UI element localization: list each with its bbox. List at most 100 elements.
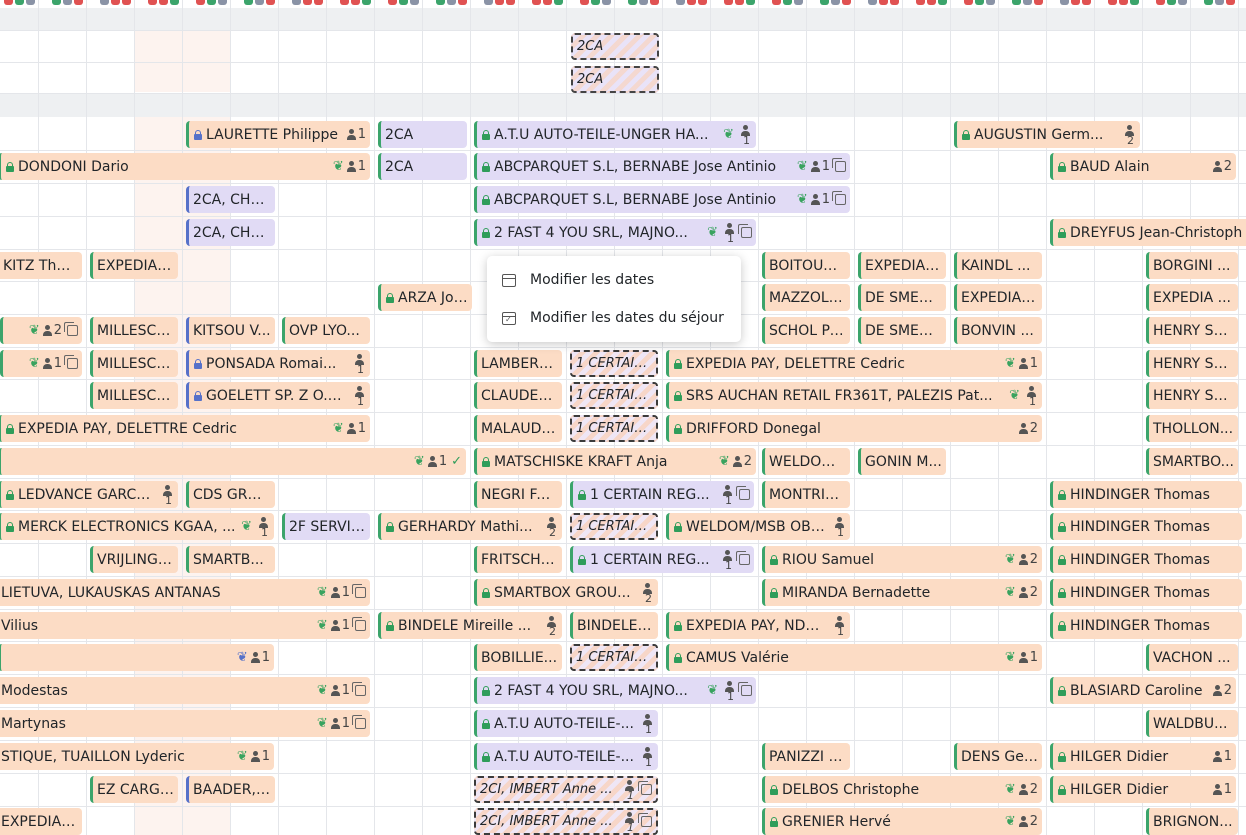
booking-block[interactable]: 1 CERTAIN... — [570, 415, 658, 442]
booking-block[interactable]: SRS AUCHAN RETAIL FR361T, PALEZIS Pat...… — [666, 382, 1042, 409]
copy-icon[interactable] — [832, 191, 846, 205]
booking-block[interactable]: VRIJLING ... — [90, 546, 178, 573]
copy-icon[interactable] — [352, 715, 366, 729]
booking-block[interactable]: GONIN M... — [858, 448, 946, 475]
booking-block[interactable]: HENRY Sa... — [1146, 350, 1238, 377]
booking-block[interactable]: Modestas❦1 — [0, 677, 370, 704]
booking-block[interactable]: WELDOM/MSB OBI...1 — [666, 513, 850, 540]
booking-block[interactable]: HINDINGER Thomas — [1050, 579, 1242, 606]
booking-block[interactable]: HINDINGER Thomas — [1050, 612, 1242, 639]
booking-block[interactable]: CLAUDET ... — [474, 382, 562, 409]
booking-block[interactable]: WALDBU... — [1146, 710, 1238, 737]
booking-block[interactable]: NEGRI Fa... — [474, 481, 562, 508]
booking-block[interactable]: KITSOU V... — [186, 317, 275, 344]
booking-block[interactable]: ARZA José — [378, 284, 472, 311]
placeholder-booking[interactable]: 2CA — [571, 66, 659, 93]
booking-block[interactable]: MILLESCA... — [90, 317, 178, 344]
booking-block[interactable]: DREYFUS Jean-Christoph — [1050, 219, 1246, 246]
booking-block[interactable]: BOBILLIE... — [474, 644, 562, 671]
booking-block[interactable]: EXPEDIA ... — [1146, 284, 1238, 311]
booking-block[interactable]: VACHON ... — [1146, 644, 1238, 671]
booking-block[interactable]: AUGUSTIN Germ...2 — [954, 121, 1140, 148]
booking-block[interactable]: 1 CERTAIN... — [570, 513, 658, 540]
booking-block[interactable]: EXPEDIA ... — [90, 252, 178, 279]
booking-block[interactable]: KITZ Thor... — [0, 252, 82, 279]
booking-block[interactable]: 2F SERVIC... — [282, 513, 370, 540]
booking-block[interactable]: HINDINGER Thomas — [1050, 481, 1242, 508]
booking-block[interactable]: BONVIN ... — [954, 317, 1042, 344]
booking-block[interactable]: EXPEDIA ... — [954, 284, 1042, 311]
booking-block[interactable]: 1 CERTAIN... — [570, 382, 658, 409]
booking-block[interactable]: MAZZOLE... — [762, 284, 850, 311]
booking-block[interactable]: SCHOL Pi... — [762, 317, 850, 344]
booking-block[interactable]: 1 CERTAIN REG...1 — [570, 546, 754, 573]
booking-block[interactable]: LEDVANCE GARCHI...1 — [0, 481, 178, 508]
booking-block[interactable]: PONSADA Romai...1 — [186, 350, 370, 377]
booking-block[interactable]: CAMUS Valérie❦1 — [666, 644, 1042, 671]
booking-block[interactable]: MILLESCA... — [90, 350, 178, 377]
booking-block[interactable]: ❦2 — [0, 317, 82, 344]
booking-block[interactable]: ABCPARQUET S.L, BERNABE Jose Antinio❦1 — [474, 153, 850, 180]
booking-block[interactable]: HINDINGER Thomas — [1050, 513, 1242, 540]
copy-icon[interactable] — [352, 617, 366, 631]
booking-block[interactable]: ❦1 — [0, 644, 274, 671]
booking-block[interactable]: 2 FAST 4 YOU SRL, MAJNO...❦1 — [474, 677, 756, 704]
placeholder-booking[interactable]: 2CA — [571, 33, 659, 60]
booking-block[interactable]: A.T.U AUTO-TEILE-...1 — [474, 710, 658, 737]
booking-block[interactable]: 2CA — [378, 121, 467, 148]
booking-block[interactable]: HENRY Sa... — [1146, 317, 1238, 344]
booking-block[interactable]: HENRY Sa... — [1146, 382, 1238, 409]
booking-block[interactable]: EXPEDIA ... — [0, 808, 82, 835]
booking-block[interactable]: BRIGNON... — [1146, 808, 1238, 835]
booking-block[interactable]: MALAUD ... — [474, 415, 562, 442]
booking-block[interactable]: LAMBERE... — [474, 350, 562, 377]
booking-block[interactable]: DE SMEDT... — [858, 317, 946, 344]
booking-block[interactable]: A.T.U AUTO-TEILE-...1 — [474, 743, 658, 770]
copy-icon[interactable] — [832, 158, 846, 172]
booking-block[interactable]: 1 CERTAIN REG...1 — [570, 481, 754, 508]
booking-block[interactable]: DONDONI Dario❦1 — [0, 153, 370, 180]
booking-block[interactable]: EXPEDIA ... — [858, 252, 946, 279]
booking-block[interactable]: CDS GRO... — [186, 481, 275, 508]
copy-icon[interactable] — [64, 322, 78, 336]
booking-block[interactable]: GERHARDY Mathi...2 — [378, 513, 562, 540]
booking-block[interactable]: EXPEDIA PAY, DELETTRE Cedric❦1 — [666, 350, 1042, 377]
booking-block[interactable]: BINDELE Mireille ...2 — [378, 612, 562, 639]
booking-block[interactable]: Vilius❦1 — [0, 612, 370, 639]
booking-block[interactable]: GOELETT SP. Z O.O....1 — [186, 382, 370, 409]
booking-block[interactable]: STIQUE, TUAILLON Lyderic❦1 — [0, 743, 274, 770]
booking-block[interactable]: RIOU Samuel❦2 — [762, 546, 1042, 573]
edit-dates-menu-item[interactable]: Modifier les dates — [487, 261, 741, 299]
copy-icon[interactable] — [736, 551, 750, 565]
copy-icon[interactable] — [638, 813, 652, 827]
booking-block[interactable]: 1 CERTAIN... — [570, 644, 658, 671]
booking-block[interactable]: WELDOM... — [762, 448, 850, 475]
booking-block[interactable]: BAADER, ... — [186, 776, 275, 803]
booking-block[interactable]: ❦1 — [0, 350, 82, 377]
booking-block[interactable]: DENS Geo... — [954, 743, 1042, 770]
copy-icon[interactable] — [352, 584, 366, 598]
booking-block[interactable]: THOLLON... — [1146, 415, 1238, 442]
booking-block[interactable]: FRITSCH ... — [474, 546, 562, 573]
booking-block[interactable]: 2CI, IMBERT Anne ...1 — [474, 808, 658, 835]
copy-icon[interactable] — [638, 781, 652, 795]
booking-block[interactable]: LIETUVA, LUKAUSKAS ANTANAS❦1 — [0, 579, 370, 606]
booking-block[interactable]: KAINDL ... — [954, 252, 1042, 279]
booking-block[interactable]: OVP LYO... — [282, 317, 370, 344]
booking-block[interactable]: MIRANDA Bernadette❦2 — [762, 579, 1042, 606]
booking-block[interactable]: MATSCHISKE KRAFT Anja❦2 — [474, 448, 756, 475]
booking-block[interactable]: A.T.U AUTO-TEILE-UNGER HA...❦1 — [474, 121, 756, 148]
copy-icon[interactable] — [736, 486, 750, 500]
booking-block[interactable]: SMARTBOX GROU...2 — [474, 579, 658, 606]
booking-block[interactable]: SMARTBO... — [1146, 448, 1238, 475]
booking-block[interactable]: 2CA — [378, 153, 467, 180]
booking-block[interactable]: MONTRIC... — [762, 481, 850, 508]
copy-icon[interactable] — [738, 682, 752, 696]
booking-block[interactable]: HINDINGER Thomas — [1050, 546, 1242, 573]
booking-block[interactable]: MERCK ELECTRONICS KGAA, ...❦1 — [0, 513, 274, 540]
booking-block[interactable]: 2CI, IMBERT Anne ...1 — [474, 776, 658, 803]
